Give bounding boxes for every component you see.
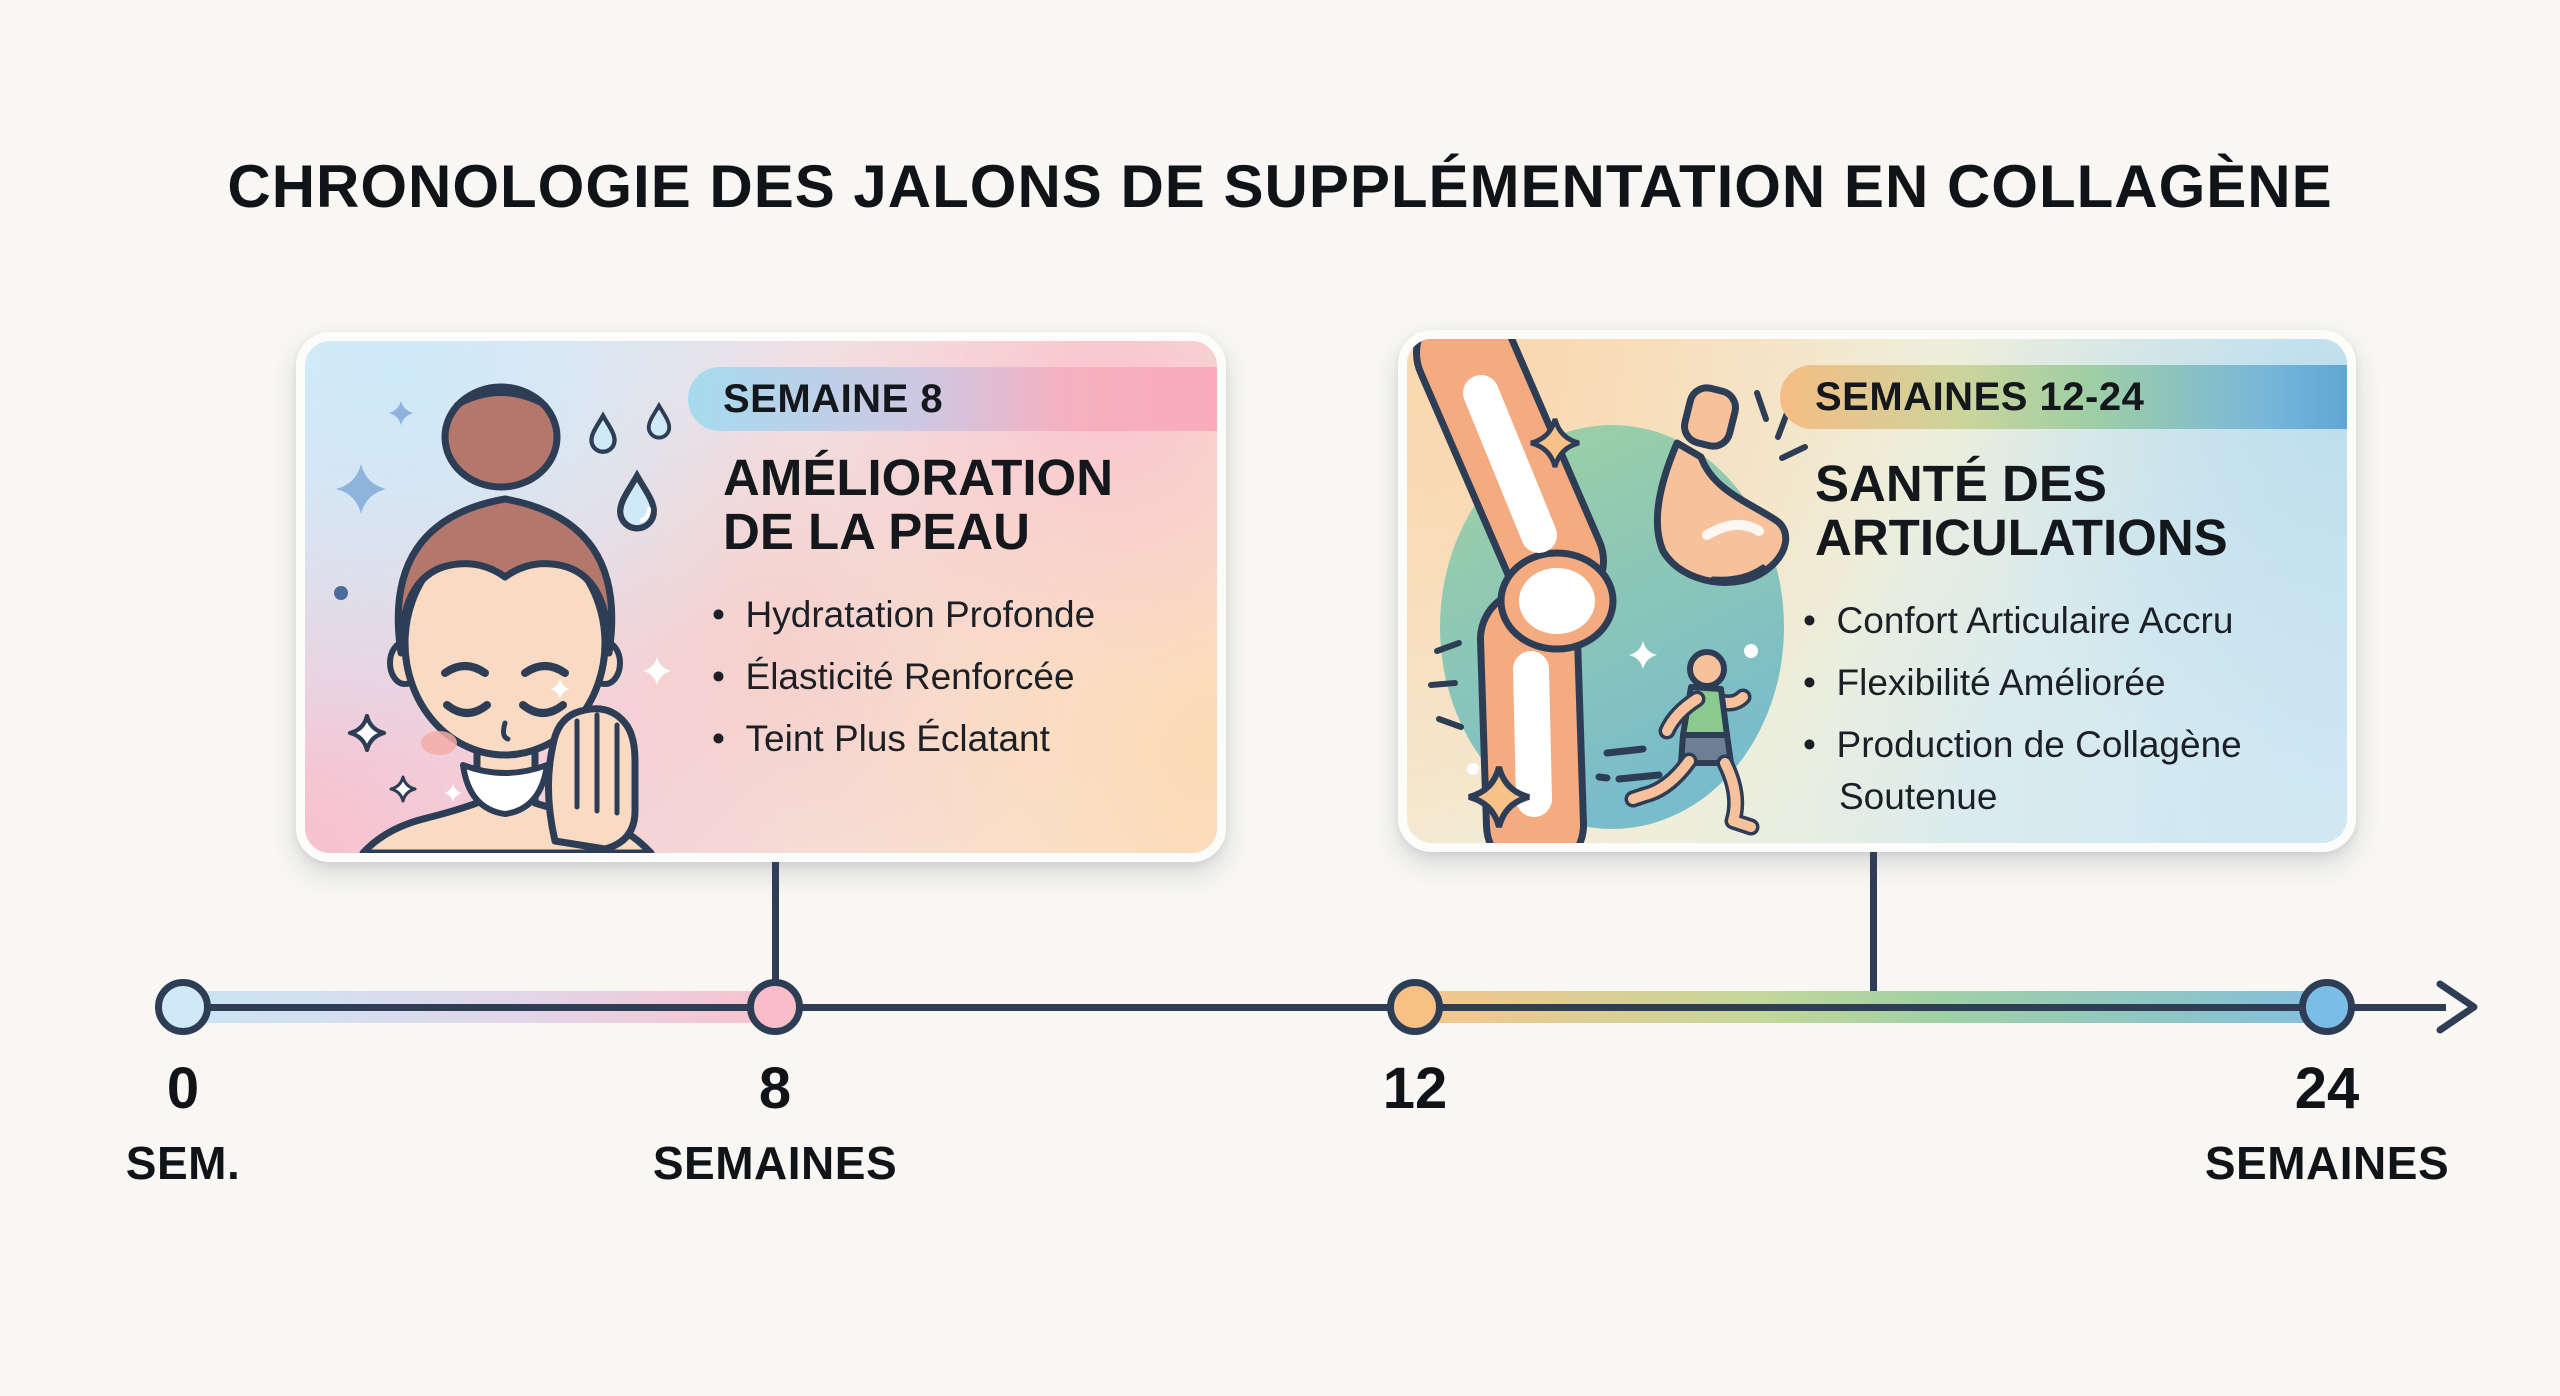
- bullet-item: Teint Plus Éclatant: [712, 713, 1192, 765]
- milestone-value-12: 12: [1382, 1056, 1448, 1121]
- milestone-label-8: SEMAINES: [652, 1137, 898, 1189]
- timeline-dot-12: [1387, 979, 1443, 1035]
- sparkles-icon: [1467, 419, 1758, 827]
- knee-joint-icon: [1413, 339, 1617, 843]
- milestone-card-joints: SEMAINES 12-24 SANTÉ DES ARTICULATIONS C…: [1398, 330, 2356, 852]
- bullet-item: Élasticité Renforcée: [712, 651, 1192, 703]
- heading-line: SANTÉ DES: [1815, 455, 2107, 512]
- flexed-biceps-icon: [1653, 384, 1808, 586]
- card-heading-skin: AMÉLIORATION DE LA PEAU: [723, 451, 1113, 559]
- badge-label: SEMAINE 8: [723, 376, 944, 421]
- water-drops-icon: [591, 403, 672, 529]
- heading-line: DE LA PEAU: [723, 503, 1030, 560]
- connector-line-week8: [772, 858, 779, 1010]
- milestone-value-0: 0: [166, 1056, 200, 1121]
- timeline-dot-24: [2299, 979, 2355, 1035]
- joints-illustration: [1413, 339, 1808, 843]
- right-arrow-icon: [2436, 980, 2478, 1034]
- connector-line-weeks12-24: [1870, 848, 1877, 1010]
- milestone-label-0: SEM.: [125, 1137, 241, 1189]
- milestone-value-24: 24: [2294, 1056, 2360, 1121]
- page-title: CHRONOLOGIE DES JALONS DE SUPPLÉMENTATIO…: [227, 153, 2333, 220]
- benefit-list-skin: Hydratation Profonde Élasticité Renforcé…: [712, 589, 1192, 775]
- bullet-item: Flexibilité Améliorée: [1803, 657, 2333, 709]
- runner-icon: [1595, 649, 1760, 836]
- woman-face-icon: [350, 383, 671, 853]
- timeline-dot-0: [155, 979, 211, 1035]
- card-heading-joints: SANTÉ DES ARTICULATIONS: [1815, 457, 2228, 565]
- card-badge-week8: SEMAINE 8: [688, 367, 1217, 431]
- card-badge-weeks12-24: SEMAINES 12-24: [1780, 365, 2347, 429]
- benefit-list-joints: Confort Articulaire Accru Flexibilité Am…: [1803, 595, 2333, 833]
- bullet-item: Confort Articulaire Accru: [1803, 595, 2333, 647]
- heading-line: AMÉLIORATION: [723, 449, 1114, 506]
- milestone-value-8: 8: [758, 1056, 792, 1121]
- timeline-dot-8: [747, 979, 803, 1035]
- timeline-axis: [183, 1004, 2446, 1011]
- sparkles-icon: [334, 400, 414, 600]
- badge-label: SEMAINES 12-24: [1815, 374, 2145, 419]
- joint-emphasis-marks: [1428, 640, 1464, 730]
- bullet-item: Production de Collagène Soutenue: [1803, 719, 2333, 823]
- bullet-item: Hydratation Profonde: [712, 589, 1192, 641]
- heading-line: ARTICULATIONS: [1815, 509, 2228, 566]
- milestone-card-skin: SEMAINE 8 AMÉLIORATION DE LA PEAU Hydrat…: [296, 332, 1226, 862]
- milestone-label-24: SEMAINES: [2204, 1137, 2450, 1189]
- skin-illustration: [334, 383, 672, 853]
